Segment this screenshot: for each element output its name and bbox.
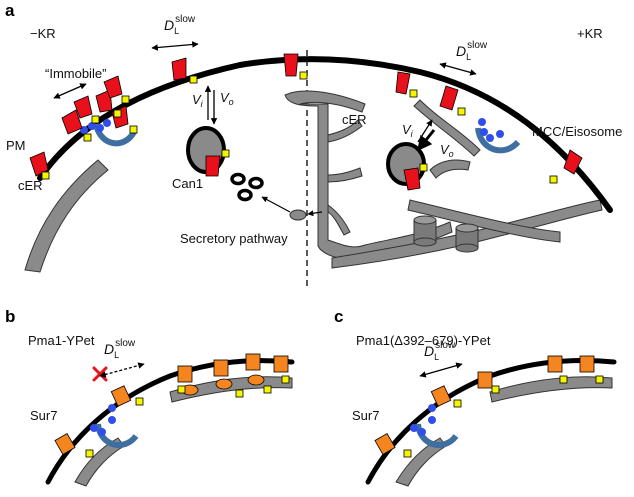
panel-b-letter: b <box>5 307 15 326</box>
vi-arrow-right <box>417 119 433 143</box>
immobile-arrow <box>53 83 87 99</box>
cer-c-sheet <box>489 376 613 403</box>
pma1-truncated-protein <box>374 355 595 455</box>
dl-label-left: DLslow <box>164 14 196 36</box>
vesicle-left <box>186 126 230 177</box>
secretory-arrow <box>261 196 291 213</box>
pma1-protein <box>54 353 289 455</box>
dl-arrow-right <box>439 62 477 76</box>
vi-label-left: Vi <box>192 92 204 109</box>
dl-arrow-b <box>99 362 145 378</box>
panel-a: a −KR +KR <box>5 1 622 286</box>
panel-c: c Pma1(Δ392–679)-YPet DLslow Sur7 <box>334 307 617 487</box>
block-x-icon <box>92 366 108 382</box>
eisosome-right <box>475 127 521 154</box>
er-to-golgi-arrow <box>307 210 323 217</box>
panel-b: b Pma1-YPet <box>5 307 295 487</box>
dl-arrow-c <box>419 362 463 378</box>
ypet-tag-b <box>85 375 290 458</box>
secretory-vesicles <box>230 172 264 202</box>
cer-left-tubule <box>24 159 109 273</box>
panel-a-letter: a <box>5 1 15 20</box>
vo-label-left: Vo <box>220 90 234 107</box>
pm-label: PM <box>6 138 26 153</box>
cer-label-left: cER <box>18 178 43 193</box>
dl-label-right: DLslow <box>456 40 488 62</box>
left-condition-label: −KR <box>30 26 56 41</box>
sur7-dots-c <box>410 404 436 436</box>
vo-arrow-right <box>416 129 436 152</box>
immobile-label: “Immobile” <box>45 66 106 81</box>
sur7-dots-right <box>478 118 504 142</box>
golgi-vesicle <box>289 209 307 221</box>
dl-arrow-left <box>151 41 199 51</box>
ypet-tag <box>41 71 558 184</box>
vi-label-right: Vi <box>402 122 414 139</box>
sur7-label-c: Sur7 <box>352 408 379 423</box>
er-cylinder-left <box>413 215 437 247</box>
dl-label-c: DLslow <box>424 340 456 362</box>
ypet-tag-c <box>403 375 604 458</box>
sur7-dots-b <box>90 404 116 436</box>
vo-label-right: Vo <box>440 142 454 159</box>
er-cylinder-right <box>455 223 479 253</box>
mcc-eisosome-label: MCC/Eisosome <box>532 124 622 139</box>
sur7-label-b: Sur7 <box>30 408 57 423</box>
can1-label: Can1 <box>172 176 203 191</box>
can1-protein <box>29 53 583 177</box>
panel-c-letter: c <box>334 307 343 326</box>
vesicle-right <box>386 142 428 191</box>
dl-label-b: DLslow <box>104 338 136 360</box>
cer-label-center: cER <box>342 112 367 127</box>
panel-c-title: Pma1(Δ392–679)-YPet <box>356 333 491 348</box>
panel-b-title: Pma1-YPet <box>28 333 95 348</box>
right-condition-label: +KR <box>577 26 603 41</box>
secretory-pathway-label: Secretory pathway <box>180 231 288 246</box>
